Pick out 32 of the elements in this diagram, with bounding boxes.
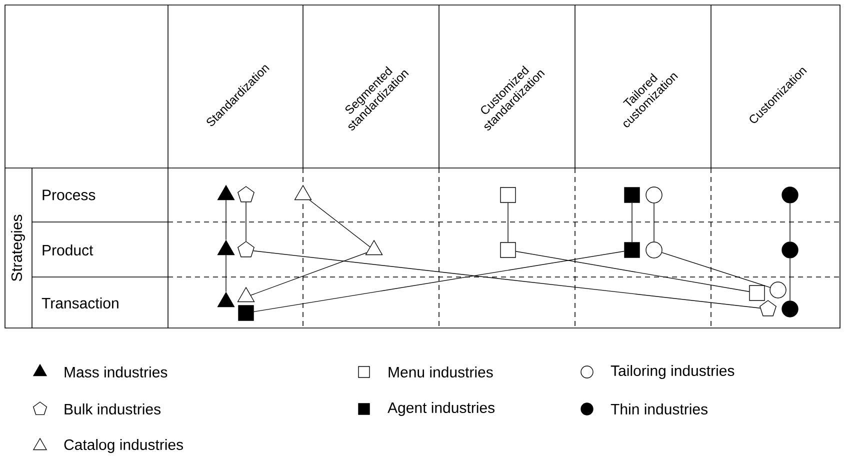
- legend-label: Catalog industries: [64, 439, 184, 453]
- row-group-label: Strategies: [11, 214, 25, 282]
- square-marker: [624, 187, 640, 203]
- connector-line: [254, 250, 624, 312]
- connector-line: [250, 252, 367, 296]
- connector-line: [516, 251, 750, 292]
- legend-label: Mass industries: [64, 366, 168, 378]
- row-label: Product: [42, 244, 94, 256]
- circle-marker: [782, 300, 798, 318]
- pentagon-marker: [238, 186, 254, 202]
- circle-marker: [646, 186, 662, 204]
- circle-marker: [782, 186, 798, 204]
- pentagon-marker: [238, 241, 254, 258]
- square-marker: [500, 187, 516, 203]
- circle-marker: [782, 242, 798, 258]
- square-marker: [624, 242, 640, 258]
- connector-line: [662, 252, 770, 288]
- circle-marker: [646, 242, 662, 258]
- pentagon-marker: [760, 300, 776, 316]
- connector-line: [309, 200, 370, 248]
- square-marker: [500, 242, 516, 258]
- legend-label: Thin industries: [610, 404, 708, 414]
- legend-label: Bulk industries: [64, 404, 160, 414]
- connector-line: [252, 250, 760, 308]
- legend-label: Menu industries: [388, 366, 493, 378]
- circle-marker: [770, 282, 786, 298]
- square-marker: [238, 305, 254, 321]
- row-label: Transaction: [42, 298, 118, 308]
- legend-label: Agent industries: [388, 402, 495, 416]
- row-label: Process: [42, 190, 96, 200]
- square-marker: [749, 285, 765, 301]
- legend-label: Tailoring industries: [610, 365, 734, 379]
